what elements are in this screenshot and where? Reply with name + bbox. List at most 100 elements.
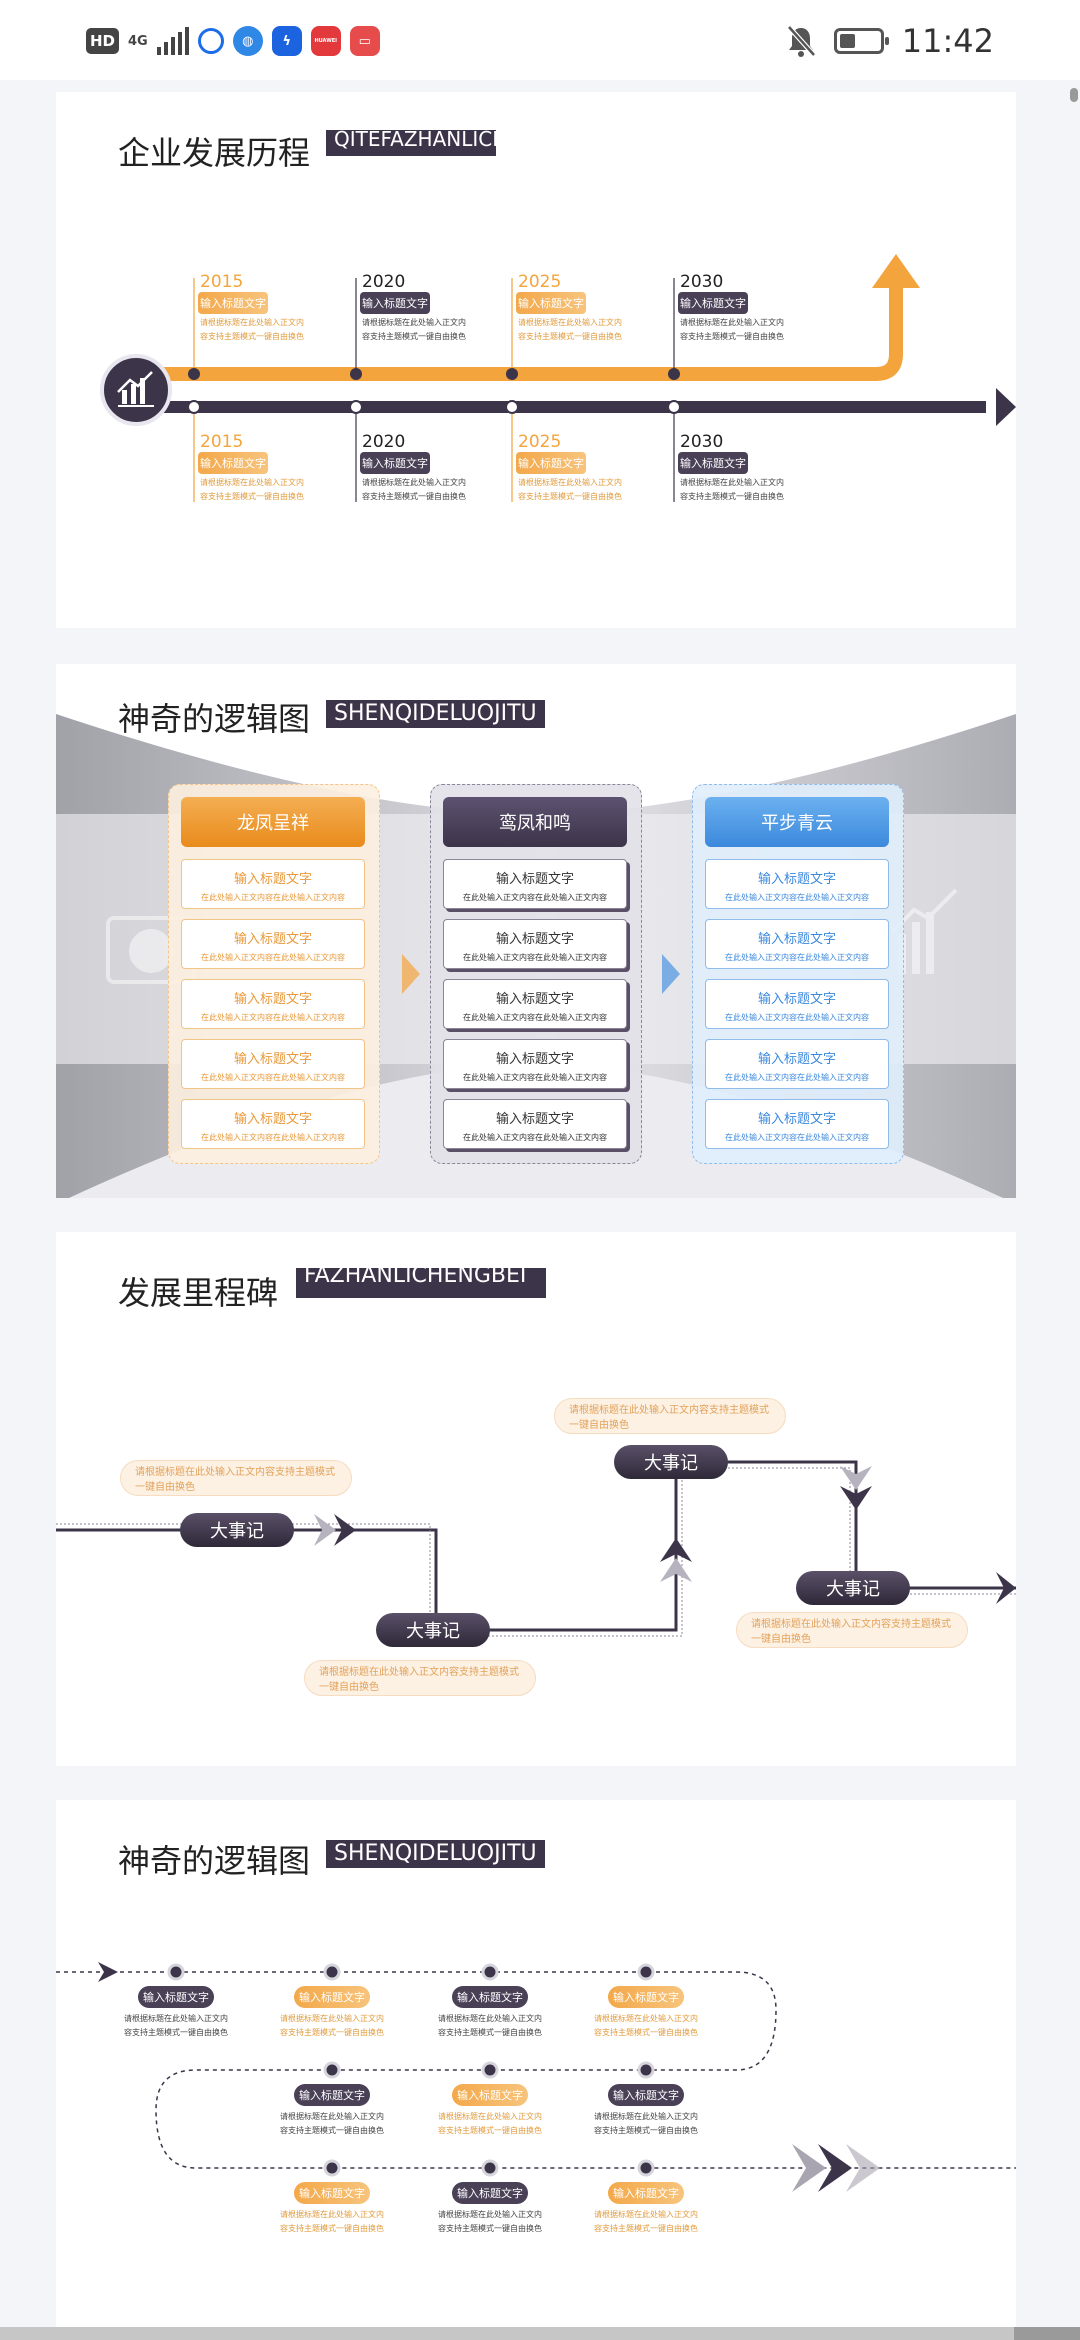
flow-desc: 请根据标题在此处输入正文内容支持主题模式一键自由换色 bbox=[594, 2112, 698, 2135]
status-left: HD 4G ◍ ϟ HUAWEI ▭ bbox=[86, 24, 380, 58]
card: 输入标题文字在此处输入正文内容在此处输入正文内容 bbox=[181, 1099, 365, 1149]
year-label: 2025 bbox=[518, 432, 562, 452]
flow-tag: 输入标题文字 bbox=[138, 1986, 214, 2008]
title-tag: 输入标题文字 bbox=[678, 452, 748, 474]
network-type: 4G bbox=[128, 33, 148, 49]
card-title: 输入标题文字 bbox=[757, 1112, 836, 1127]
item-desc: 请根据标题在此处输入正文内容支持主题模式一键自由换色 bbox=[362, 318, 466, 341]
timeline-base-line bbox=[116, 401, 986, 413]
card: 输入标题文字在此处输入正文内容在此处输入正文内容 bbox=[181, 1039, 365, 1089]
growth-line bbox=[136, 287, 903, 381]
slide-subtitle: SHENQIDELUOJITU bbox=[326, 1840, 545, 1868]
scrollbar-thumb[interactable] bbox=[0, 2327, 1014, 2340]
item-desc: 请根据标题在此处输入正文内容支持主题模式一键自由换色 bbox=[200, 318, 304, 341]
column-orange: 龙凤呈祥 输入标题文字在此处输入正文内容在此处输入正文内容 输入标题文字在此处输… bbox=[168, 784, 380, 1164]
item-desc: 请根据标题在此处输入正文内容支持主题模式一键自由换色 bbox=[200, 478, 304, 501]
horizontal-scrollbar[interactable] bbox=[0, 2327, 1080, 2340]
card-desc: 在此处输入正文内容在此处输入正文内容 bbox=[463, 953, 607, 962]
card-desc: 在此处输入正文内容在此处输入正文内容 bbox=[201, 1013, 345, 1022]
flow-nodes bbox=[167, 1963, 655, 2177]
item-desc: 请根据标题在此处输入正文内容支持主题模式一键自由换色 bbox=[680, 478, 784, 501]
card-desc: 在此处输入正文内容在此处输入正文内容 bbox=[463, 1073, 607, 1082]
bell-muted-icon bbox=[786, 25, 816, 57]
item-desc: 请根据标题在此处输入正文内容支持主题模式一键自由换色 bbox=[518, 318, 622, 341]
slide-logic-flow[interactable]: 神奇的逻辑图 SHENQIDELUOJITU 输入标题文字 请根据标题在此处输入… bbox=[56, 1800, 1016, 2327]
title-tag: 输入标题文字 bbox=[198, 292, 268, 314]
milestone-note: 请根据标题在此处输入正文内容支持主题模式一键自由换色 bbox=[120, 1460, 352, 1496]
slide-subtitle: QITEFAZHANLICHE NC bbox=[326, 130, 496, 156]
card: 输入标题文字在此处输入正文内容在此处输入正文内容 bbox=[181, 919, 365, 969]
item-desc: 请根据标题在此处输入正文内容支持主题模式一键自由换色 bbox=[680, 318, 784, 341]
flow-desc: 请根据标题在此处输入正文内容支持主题模式一键自由换色 bbox=[124, 2014, 228, 2037]
card-title: 输入标题文字 bbox=[495, 1112, 574, 1127]
arrow-right-icon bbox=[662, 954, 680, 994]
year-label: 2015 bbox=[200, 272, 244, 292]
year-label: 2020 bbox=[362, 432, 406, 452]
flow-desc: 请根据标题在此处输入正文内容支持主题模式一键自由换色 bbox=[438, 2210, 542, 2233]
card: 输入标题文字在此处输入正文内容在此处输入正文内容 bbox=[443, 859, 627, 909]
arrow-down-icon bbox=[840, 1466, 872, 1490]
card-title: 输入标题文字 bbox=[233, 1052, 312, 1067]
huawei-label: HUAWEI bbox=[314, 38, 337, 44]
battery-fill bbox=[839, 34, 855, 48]
card: 输入标题文字在此处输入正文内容在此处输入正文内容 bbox=[443, 1039, 627, 1089]
scroll-indicator[interactable] bbox=[1070, 88, 1078, 102]
card-title: 输入标题文字 bbox=[757, 872, 836, 887]
slide-subtitle: FAZHANLICHENGBEI bbox=[296, 1268, 546, 1298]
card-title: 输入标题文字 bbox=[757, 932, 836, 947]
growth-arrow-head bbox=[872, 254, 920, 288]
slide-subtitle: SHENQIDELUOJITU bbox=[326, 700, 545, 728]
flow-tag: 输入标题文字 bbox=[452, 1986, 528, 2008]
item-desc: 请根据标题在此处输入正文内容支持主题模式一键自由换色 bbox=[518, 478, 622, 501]
title-tag: 输入标题文字 bbox=[360, 292, 430, 314]
title-tag: 输入标题文字 bbox=[516, 292, 586, 314]
milestone-note: 请根据标题在此处输入正文内容支持主题模式一键自由换色 bbox=[554, 1398, 786, 1434]
card-title: 输入标题文字 bbox=[233, 932, 312, 947]
card-desc: 在此处输入正文内容在此处输入正文内容 bbox=[201, 1073, 345, 1082]
card-desc: 在此处输入正文内容在此处输入正文内容 bbox=[463, 1013, 607, 1022]
card-title: 输入标题文字 bbox=[495, 1052, 574, 1067]
arrow-right-icon bbox=[314, 1514, 336, 1546]
card-desc: 在此处输入正文内容在此处输入正文内容 bbox=[725, 893, 869, 902]
card: 输入标题文字在此处输入正文内容在此处输入正文内容 bbox=[705, 1099, 889, 1149]
year-label: 2025 bbox=[518, 272, 562, 292]
milestone-pill: 大事记 bbox=[796, 1571, 910, 1605]
slide-milestones[interactable]: 发展里程碑 FAZHANLICHENGBEI 大事记 大事记 大事记 大事记 请… bbox=[56, 1232, 1016, 1766]
status-right: 11:42 bbox=[786, 22, 994, 60]
milestone-pill: 大事记 bbox=[180, 1513, 294, 1547]
milestone-pill: 大事记 bbox=[376, 1613, 490, 1647]
card-title: 输入标题文字 bbox=[233, 1112, 312, 1127]
slide-title: 神奇的逻辑图 bbox=[118, 1842, 311, 1880]
year-label: 2030 bbox=[680, 432, 724, 452]
browser-icon bbox=[197, 28, 224, 54]
card: 输入标题文字在此处输入正文内容在此处输入正文内容 bbox=[443, 919, 627, 969]
slide-company-history[interactable]: 企业发展历程 QITEFAZHANLICHE NC bbox=[56, 92, 1016, 628]
flow-tag: 输入标题文字 bbox=[608, 1986, 684, 2008]
slide-logic-diagram[interactable]: 神奇的逻辑图 SHENQIDELUOJITU 龙凤呈祥 输入标题文字在此处输入正… bbox=[56, 664, 1016, 1198]
arrow-right-icon bbox=[98, 1962, 118, 1982]
arrow-right-icon bbox=[846, 2144, 880, 2192]
card: 输入标题文字在此处输入正文内容在此处输入正文内容 bbox=[705, 1039, 889, 1089]
card-title: 输入标题文字 bbox=[495, 992, 574, 1007]
card-title: 输入标题文字 bbox=[233, 992, 312, 1007]
huawei-store-icon: HUAWEI bbox=[310, 26, 341, 56]
flow-desc: 请根据标题在此处输入正文内容支持主题模式一键自由换色 bbox=[438, 2112, 542, 2135]
card-title: 输入标题文字 bbox=[757, 992, 836, 1007]
bar-chart-icon bbox=[117, 371, 154, 407]
card-desc: 在此处输入正文内容在此处输入正文内容 bbox=[725, 1013, 869, 1022]
column-head: 平步青云 bbox=[705, 797, 889, 847]
arrow-right-icon bbox=[334, 1514, 356, 1546]
slide-title: 企业发展历程 bbox=[118, 134, 311, 172]
flow-desc: 请根据标题在此处输入正文内容支持主题模式一键自由换色 bbox=[594, 2210, 698, 2233]
arrow-up-icon bbox=[660, 1558, 692, 1582]
card-desc: 在此处输入正文内容在此处输入正文内容 bbox=[463, 1133, 607, 1142]
timeline-graphic bbox=[100, 254, 1016, 502]
battery-icon bbox=[833, 28, 889, 54]
card-desc: 在此处输入正文内容在此处输入正文内容 bbox=[725, 953, 869, 962]
flow-desc: 请根据标题在此处输入正文内容支持主题模式一键自由换色 bbox=[438, 2014, 542, 2037]
card: 输入标题文字在此处输入正文内容在此处输入正文内容 bbox=[443, 1099, 627, 1149]
year-label: 2020 bbox=[362, 272, 406, 292]
flow-desc: 请根据标题在此处输入正文内容支持主题模式一键自由换色 bbox=[280, 2210, 384, 2233]
column-blue: 平步青云 输入标题文字在此处输入正文内容在此处输入正文内容 输入标题文字在此处输… bbox=[692, 784, 904, 1164]
card-title: 输入标题文字 bbox=[757, 1052, 836, 1067]
